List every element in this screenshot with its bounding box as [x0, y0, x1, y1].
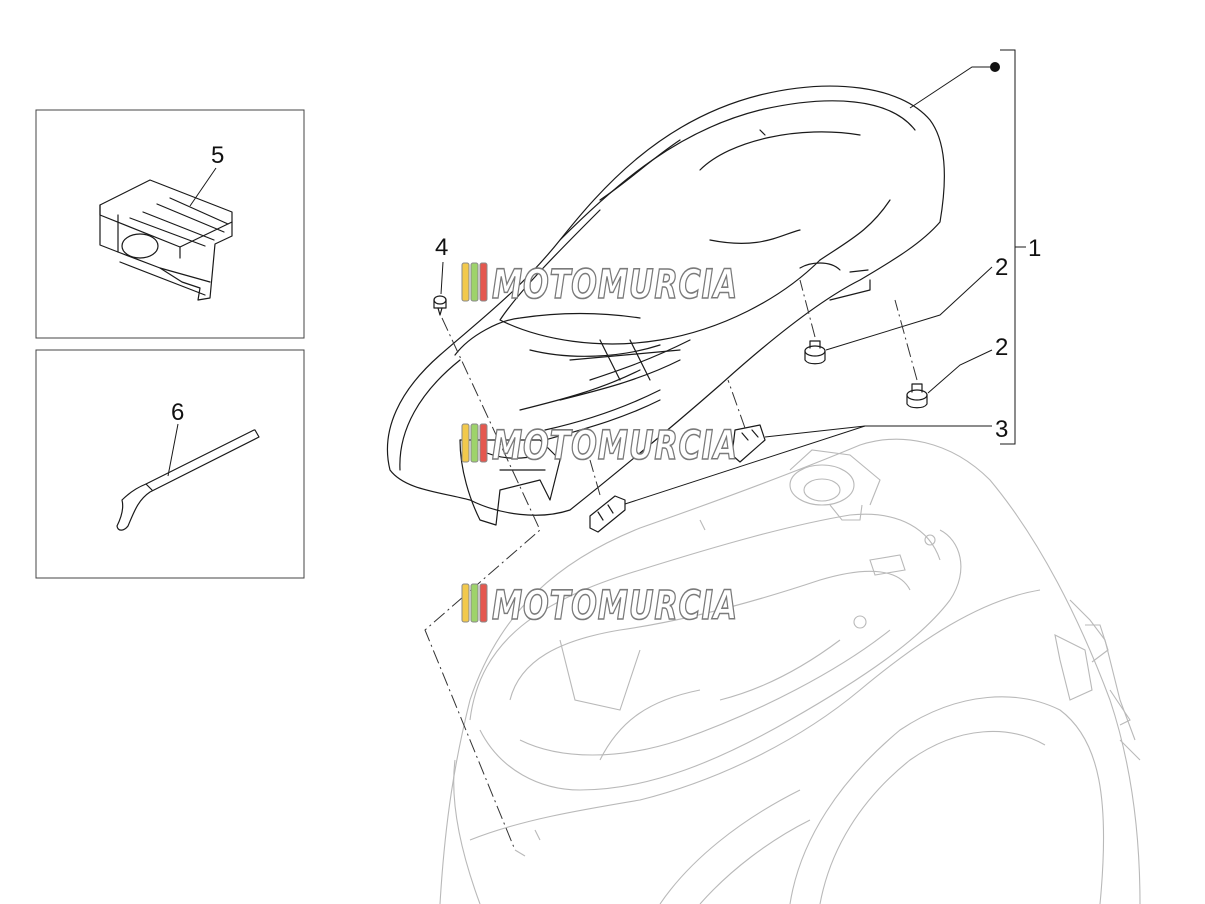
- part-wrench-drawing: [116, 429, 260, 531]
- leader-4: [440, 261, 444, 295]
- leader-1-dot: [990, 62, 1000, 72]
- part-hinge-lower: [589, 495, 626, 533]
- watermark-1-stripe-3: [479, 262, 488, 302]
- leader-2b: [927, 349, 993, 394]
- assembly-line-screw: [424, 317, 541, 851]
- leader-1-top: [909, 66, 995, 109]
- inset-frame-clip: [35, 109, 305, 339]
- watermark-2-stripe-3: [479, 423, 488, 463]
- leader-2a: [825, 266, 993, 351]
- scooter-body-outline: [439, 438, 1141, 904]
- watermark-2-stripe-2: [470, 423, 479, 463]
- inset-frame-tool: [35, 349, 305, 579]
- callout-4: 4: [435, 234, 448, 261]
- watermark-3: MOTOMURCIA: [461, 582, 738, 630]
- callout-2a: 2: [995, 254, 1008, 281]
- assembly-line-hinge-upper: [727, 379, 746, 429]
- watermark-1-stripe-2: [470, 262, 479, 302]
- callout-1: 1: [1028, 235, 1041, 262]
- callout-2b: 2: [995, 334, 1008, 361]
- leader-3b: [624, 425, 866, 505]
- watermark-1-text: MOTOMURCIA: [492, 262, 738, 308]
- bracket-1: [1000, 49, 1016, 445]
- part-buffer-upper: [804, 340, 826, 365]
- callout-6: 6: [171, 399, 184, 426]
- watermark-3-stripe-2: [470, 583, 479, 623]
- part-buffer-lower: [906, 383, 928, 409]
- watermark-3-stripe-1: [461, 583, 470, 623]
- assembly-line-buffer-upper: [799, 279, 816, 338]
- watermark-2: MOTOMURCIA: [461, 422, 738, 470]
- leader-5: [189, 167, 217, 207]
- part-saddle-drawing: [386, 85, 945, 526]
- watermark-1-stripe-1: [461, 262, 470, 302]
- watermark-2-stripe-1: [461, 423, 470, 463]
- watermark-1: MOTOMURCIA: [461, 261, 738, 309]
- watermark-3-stripe-3: [479, 583, 488, 623]
- assembly-line-hinge-lower: [589, 459, 601, 496]
- leader-3: [764, 425, 992, 438]
- part-clip-drawing: [99, 179, 233, 301]
- callout-3: 3: [995, 416, 1008, 443]
- watermark-2-text: MOTOMURCIA: [492, 423, 738, 469]
- watermark-3-text: MOTOMURCIA: [492, 583, 738, 629]
- part-hinge-upper: [731, 424, 766, 463]
- part-screw: [433, 295, 447, 316]
- callout-5: 5: [211, 142, 224, 169]
- assembly-line-buffer-lower: [894, 299, 918, 381]
- leader-6: [167, 423, 179, 477]
